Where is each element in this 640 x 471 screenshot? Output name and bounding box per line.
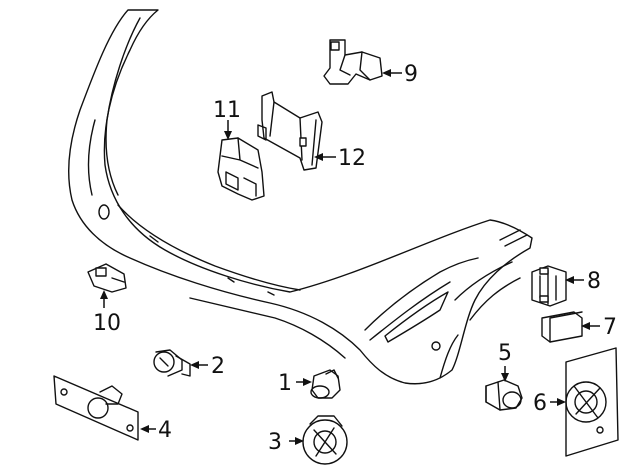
callout-8: 8 xyxy=(587,269,601,294)
callout-11: 11 xyxy=(213,98,241,123)
bumper-cover xyxy=(68,9,533,385)
part-10-clip xyxy=(87,263,127,293)
callout-leaders xyxy=(100,69,600,445)
part-1-sensor xyxy=(310,369,341,399)
part-11-bracket xyxy=(217,137,265,201)
callout-4: 4 xyxy=(158,418,172,443)
callout-10: 10 xyxy=(93,311,121,336)
part-4-bracket xyxy=(53,375,139,441)
callout-3: 3 xyxy=(268,430,282,455)
callout-12: 12 xyxy=(338,146,366,171)
callout-9: 9 xyxy=(404,62,418,87)
part-7-module xyxy=(541,311,583,343)
callout-2: 2 xyxy=(211,354,225,379)
callout-6: 6 xyxy=(533,391,547,416)
part-6-panel xyxy=(565,347,619,457)
callout-1: 1 xyxy=(278,371,292,396)
part-2-bracket xyxy=(153,349,191,377)
callout-labels: 9 11 12 8 7 5 6 1 3 2 4 10 xyxy=(93,62,617,455)
callout-7: 7 xyxy=(603,315,617,340)
part-8-bracket xyxy=(531,265,567,307)
part-3-sensor-holder xyxy=(302,415,348,465)
part-12-bracket xyxy=(257,91,323,171)
part-9-bracket xyxy=(323,39,383,85)
callout-5: 5 xyxy=(498,341,512,366)
part-5-sensor xyxy=(485,379,523,411)
